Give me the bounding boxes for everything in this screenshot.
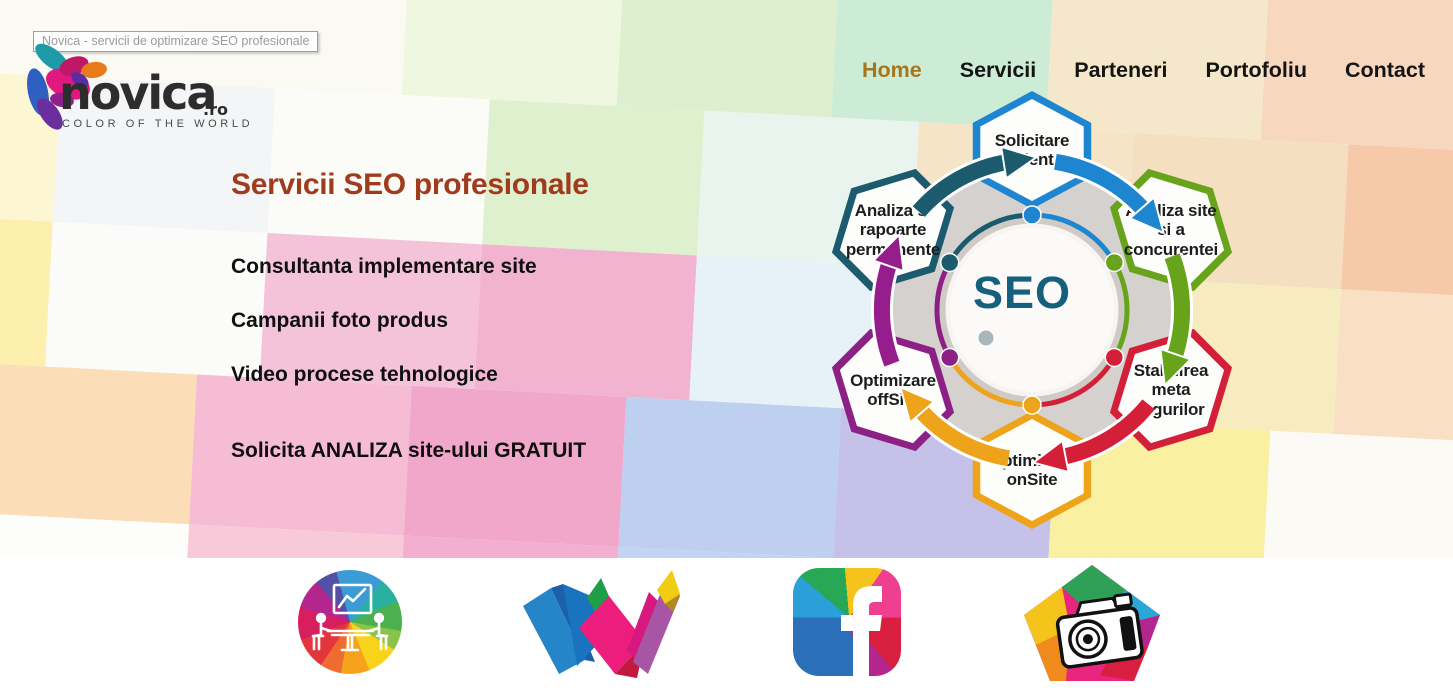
logo-wordmark: novica — [59, 66, 217, 120]
service-item: Campanii foto produs — [231, 309, 448, 332]
diagram-step-meta-taguri: Stabilirea meta tagurilor — [1108, 331, 1234, 449]
diagram-step-analiza-site: Analiza site si a concurentei — [1108, 171, 1234, 289]
nav-item-servicii[interactable]: Servicii — [959, 58, 1037, 82]
diagram-step-analiza-rapoarte: Analiza si rapoarte permanente — [830, 171, 956, 289]
step-label: Optimizare offSite — [850, 370, 936, 409]
service-item: Consultanta implementare site — [231, 255, 537, 278]
diagram-step-optimizare-onsite: Optimizare onSite — [969, 411, 1095, 529]
nav-item-contact[interactable]: Contact — [1344, 58, 1425, 82]
step-label: Optimizare onSite — [989, 450, 1075, 489]
step-label: Analiza si rapoarte permanente — [845, 201, 941, 259]
service-item: Video procese tehnologice — [231, 363, 498, 386]
facebook-icon[interactable] — [793, 568, 901, 676]
page-title: Servicii SEO profesionale — [231, 168, 589, 201]
footer-icon-row — [0, 558, 1453, 694]
photo-camera-icon[interactable] — [1022, 563, 1162, 683]
logo-tagline: COLOR OF THE WORLD — [62, 118, 254, 130]
nav-item-parteneri[interactable]: Parteneri — [1074, 58, 1168, 82]
color-splash-icon — [27, 43, 107, 130]
seo-process-diagram: Solicitare client Analiza site si a conc… — [820, 85, 1240, 529]
seo-consulting-icon[interactable] — [298, 570, 402, 674]
diagram-center-label: SEO — [972, 267, 1072, 318]
step-label: Analiza site si a concurentei — [1123, 201, 1219, 259]
free-analysis-cta[interactable]: Solicita ANALIZA site-ului GRATUIT — [231, 439, 587, 462]
mosaic-background — [0, 0, 1453, 558]
step-label: Solicitare client — [994, 130, 1070, 169]
diagram-step-solicitare-client: Solicitare client — [969, 91, 1095, 209]
main-nav: Home Servicii Parteneri Portofoliu Conta… — [862, 58, 1425, 83]
nav-item-home[interactable]: Home — [862, 58, 922, 82]
logo-tooltip: Novica - servicii de optimizare SEO prof… — [33, 31, 319, 52]
w-logo-icon[interactable] — [515, 566, 680, 681]
step-label: Stabilirea meta tagurilor — [1133, 361, 1209, 419]
nav-item-portofoliu[interactable]: Portofoliu — [1205, 58, 1307, 82]
logo[interactable]: novica .ro COLOR OF THE WORLD — [22, 40, 262, 140]
logo-tld: .ro — [203, 100, 228, 119]
diagram-step-optimizare-offsite: Optimizare offSite — [830, 331, 956, 449]
